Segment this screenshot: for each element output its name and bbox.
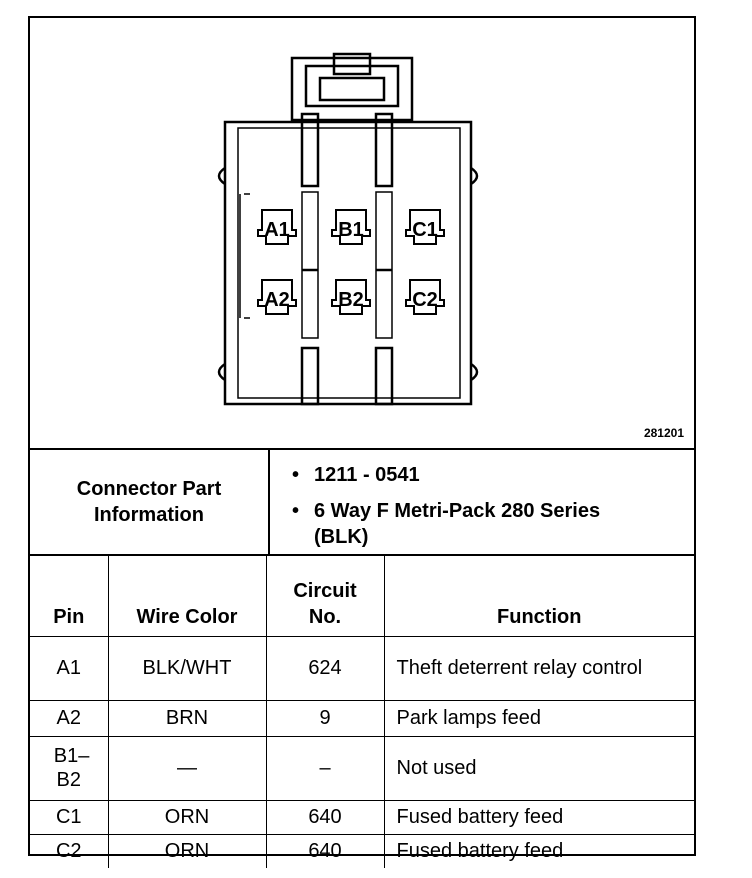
cell-pin: A2: [30, 699, 109, 737]
cell-pin: C1: [30, 799, 109, 835]
cell-circuit-no: 9: [265, 699, 385, 737]
table-row: A1 BLK/WHT 624 Theft deterrent relay con…: [30, 635, 694, 701]
pin-cavity-a2: [257, 279, 297, 315]
cell-wire-color: BLK/WHT: [107, 635, 267, 701]
header-function: Function: [383, 556, 694, 637]
pin-label: B2: [338, 289, 364, 311]
cell-circuit-no: –: [265, 735, 385, 801]
figure-id: 281201: [643, 426, 684, 440]
part-number: 1211 - 0541: [314, 464, 420, 486]
pin-label: B1: [338, 219, 364, 241]
cell-circuit-no: 624: [265, 635, 385, 701]
part-info-label-text: Connector Part Information: [76, 478, 222, 526]
cell-function: Not used: [383, 735, 694, 801]
cell-function: Fused battery feed: [383, 799, 694, 835]
connector-body: [223, 120, 473, 406]
cell-pin: A1: [30, 635, 109, 701]
bullet-icon: •: [292, 500, 300, 522]
connector-latch: [290, 56, 414, 122]
bullet-icon: •: [292, 464, 300, 486]
part-info-section: Connector Part Information • 1211 - 0541…: [30, 450, 694, 554]
pin-cavity-a1: [257, 209, 297, 245]
pin-label: C2: [412, 289, 438, 311]
connector-card: A1 B1 C1 A2 B2 C2 281201 Connector Part …: [28, 16, 696, 868]
cell-wire-color: ORN: [107, 799, 267, 835]
header-pin: Pin: [30, 556, 109, 637]
cell-circuit-no: 640: [265, 833, 385, 868]
divider: [30, 554, 694, 556]
table-row: B1–B2 — – Not used: [30, 735, 694, 801]
header-wire-color: Wire Color: [107, 556, 267, 637]
divider: [30, 448, 694, 450]
cell-function: Theft deterrent relay control: [383, 635, 694, 701]
part-info-label: Connector Part Information: [30, 450, 268, 554]
cell-wire-color: BRN: [107, 699, 267, 737]
pin-cavity-b2: [331, 279, 371, 315]
connector-description: 6 Way F Metri-Pack 280 Series (BLK): [314, 500, 601, 548]
cell-function: Park lamps feed: [383, 699, 694, 737]
pin-cavity-b1: [331, 209, 371, 245]
table-row: A2 BRN 9 Park lamps feed: [30, 699, 694, 737]
pin-cavity-c2: [405, 279, 445, 315]
part-info-item: • 6 Way F Metri-Pack 280 Series (BLK): [292, 498, 614, 550]
part-info-list: • 1211 - 0541 • 6 Way F Metri-Pack 280 S…: [292, 462, 614, 560]
table-row: C1 ORN 640 Fused battery feed: [30, 799, 694, 835]
cell-pin: C2: [30, 833, 109, 868]
cell-circuit-no: 640: [265, 799, 385, 835]
part-info-item: • 1211 - 0541: [292, 462, 614, 488]
connector-diagram: A1 B1 C1 A2 B2 C2 281201: [30, 18, 694, 448]
pin-cavity-c1: [405, 209, 445, 245]
cell-wire-color: ORN: [107, 833, 267, 868]
pin-label: A2: [264, 289, 290, 311]
cell-pin: B1–B2: [30, 735, 109, 801]
divider: [268, 450, 270, 554]
pin-table: Pin Wire Color Circuit No. Function A1 B…: [30, 556, 694, 868]
pin-label: A1: [264, 219, 290, 241]
table-row: C2 ORN 640 Fused battery feed: [30, 833, 694, 868]
table-header-row: Pin Wire Color Circuit No. Function: [30, 556, 694, 637]
pin-label: C1: [412, 219, 438, 241]
header-circuit-no: Circuit No.: [265, 556, 385, 637]
connector-face-drawing: A1 B1 C1 A2 B2 C2: [217, 52, 479, 406]
cell-wire-color: —: [107, 735, 267, 801]
cell-function: Fused battery feed: [383, 833, 694, 868]
